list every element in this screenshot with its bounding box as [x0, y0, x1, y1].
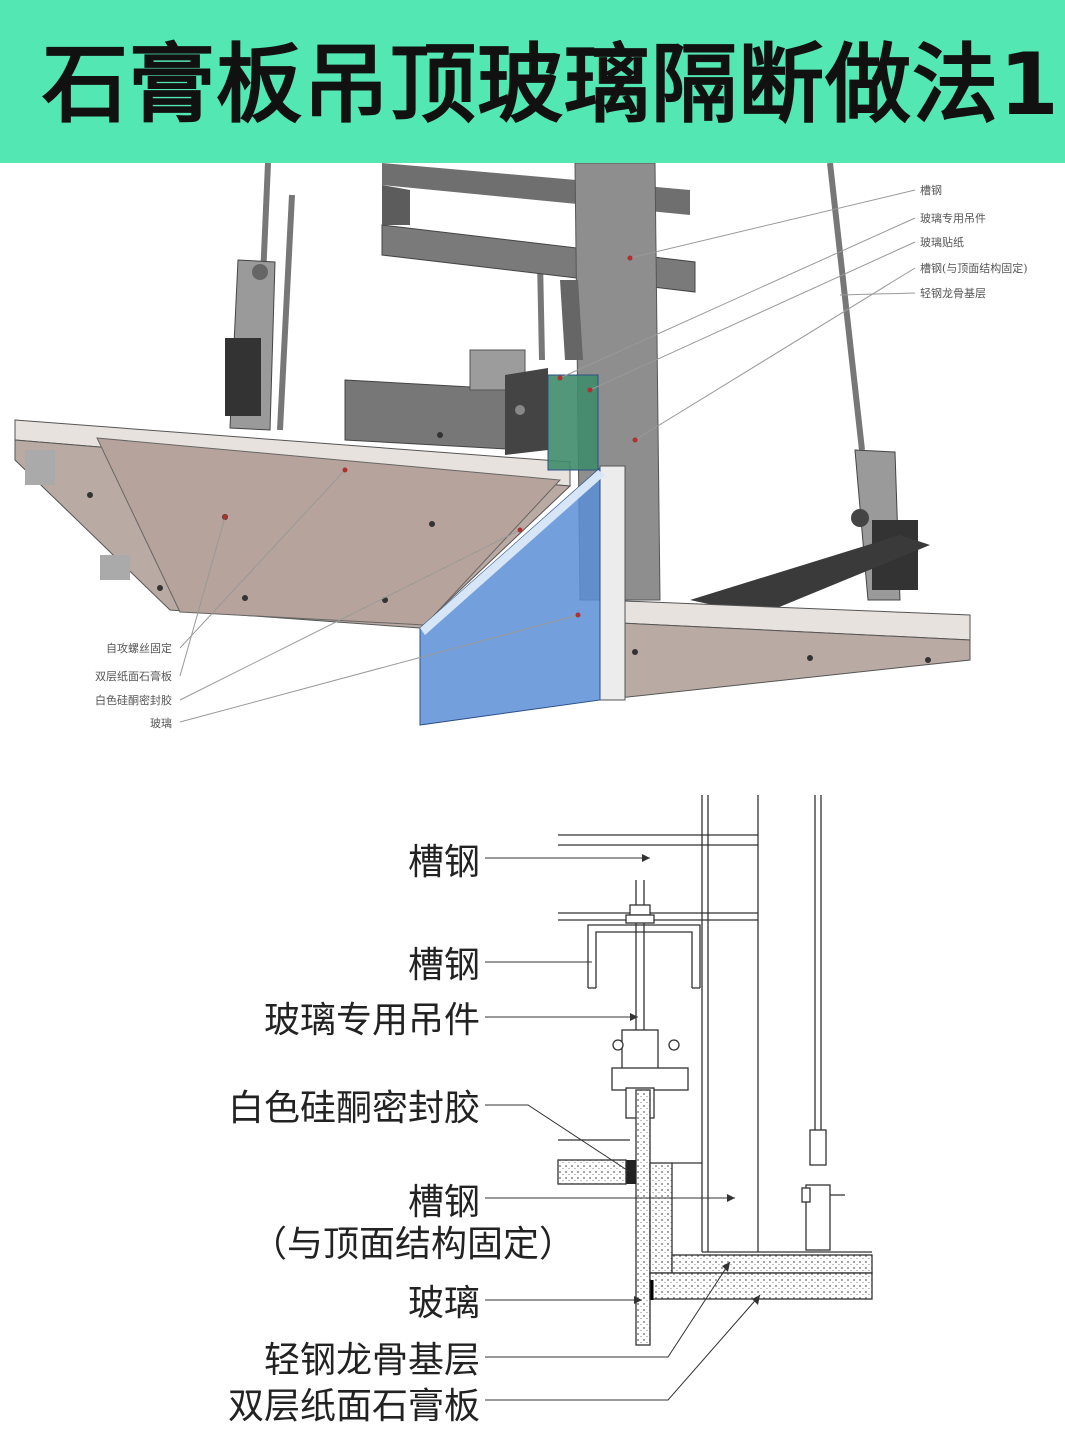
iso-leader-arrowheads	[222, 255, 638, 618]
section-label-channel-fixed: 槽钢	[408, 1182, 480, 1223]
upper-channel-section	[558, 834, 758, 989]
section-arrowheads	[630, 854, 760, 1305]
iso-label-screws: 自攻螺丝固定	[106, 641, 172, 655]
glass-panel	[419, 374, 605, 726]
glass-clamp	[505, 368, 548, 455]
vertical-channel-lines	[701, 795, 822, 1252]
light-steel-keel	[690, 535, 930, 615]
left-hanger	[225, 259, 276, 431]
section-label-gypsum: 双层纸面石膏板	[228, 1386, 480, 1427]
section-label-sealant: 白色硅酮密封胶	[228, 1088, 480, 1129]
iso-label-glass-hanger: 玻璃专用吊件	[920, 211, 986, 225]
right-board-section	[649, 1162, 873, 1300]
iso-label-gypsum: 双层纸面石膏板	[95, 669, 172, 683]
iso-label-sealant: 白色硅酮密封胶	[95, 693, 172, 707]
iso-label-light-steel: 轻钢龙骨基层	[920, 286, 986, 300]
section-label-glass-hanger: 玻璃专用吊件	[264, 1000, 480, 1041]
right-hanger	[851, 449, 918, 601]
threaded-rod-section	[625, 880, 655, 1030]
iso-label-channel: 槽钢	[920, 184, 942, 197]
left-keel	[344, 349, 526, 451]
iso-leader-lines	[179, 189, 916, 723]
iso-label-channel-fixed: 槽钢(与顶面结构固定)	[920, 261, 1028, 275]
section-label-channel-fixed-note: （与顶面结构固定）	[251, 1224, 575, 1265]
isometric-illustration: 槽钢 玻璃专用吊件 玻璃贴纸 槽钢(与顶面结构固定) 轻钢龙骨基层 自攻螺丝固定…	[14, 163, 1028, 730]
sealant-section	[626, 1160, 636, 1184]
section-label-light-steel: 轻钢龙骨基层	[264, 1340, 480, 1381]
gypsum-board-right	[599, 465, 971, 701]
title-banner: 石膏板吊顶玻璃隔断做法1	[0, 0, 1065, 163]
left-board-section	[557, 1139, 630, 1185]
gypsum-board-left	[14, 419, 572, 629]
iso-label-glass-sticker: 玻璃贴纸	[920, 235, 964, 249]
iso-label-glass: 玻璃	[150, 716, 172, 730]
page-title: 石膏板吊顶玻璃隔断做法1	[42, 35, 1060, 135]
section-label-channel-mid: 槽钢	[408, 945, 480, 986]
section-label-channel-top: 槽钢	[408, 842, 480, 883]
section-label-glass: 玻璃	[408, 1283, 480, 1324]
section-drawing: 槽钢 槽钢 玻璃专用吊件 白色硅酮密封胶 槽钢 （与顶面结构固定） 玻璃 轻钢龙…	[228, 795, 873, 1427]
section-leader-lines	[485, 857, 761, 1401]
right-hanger-section	[801, 1129, 845, 1251]
glass-section	[635, 1089, 651, 1346]
